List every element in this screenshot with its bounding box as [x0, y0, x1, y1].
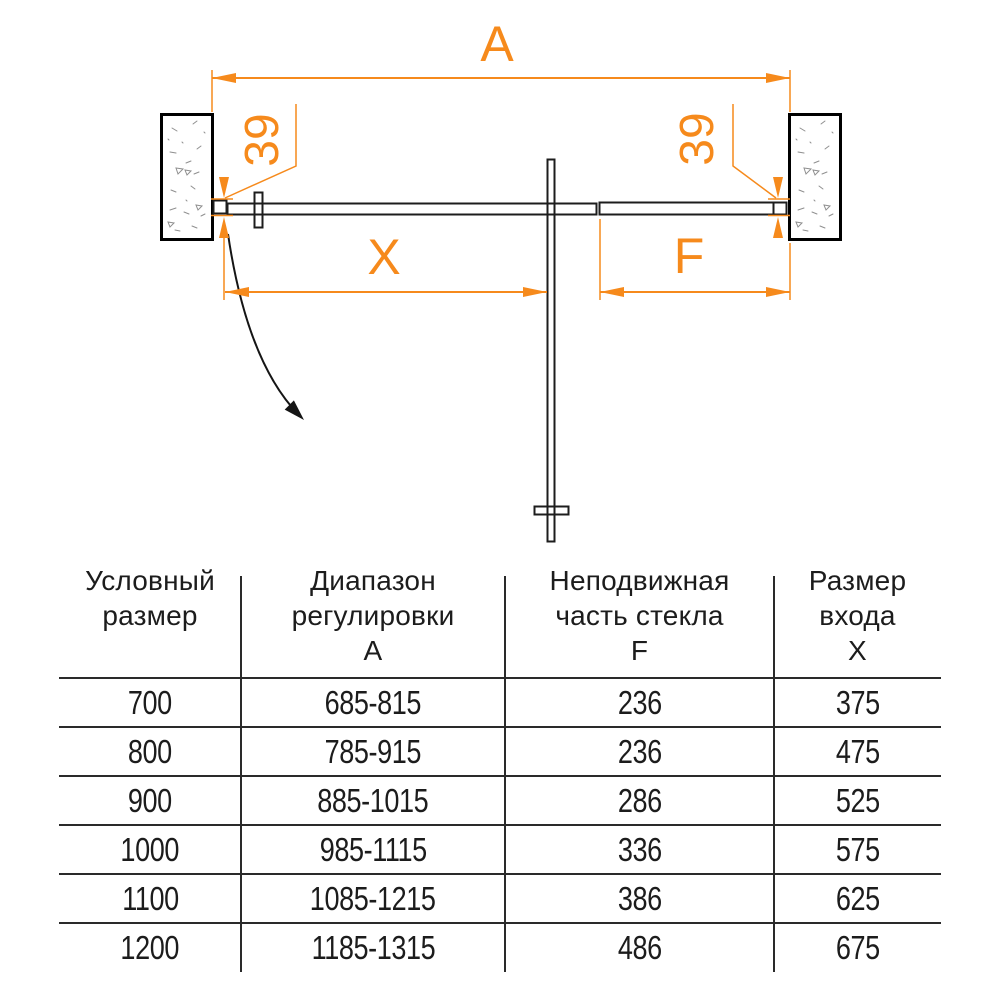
header-fixed-glass-F: Неподвижная часть стекла F: [505, 559, 774, 678]
dim-X-label: X: [367, 229, 400, 285]
table-vline-3: [773, 576, 775, 972]
dim-A-arrow-left-icon: [212, 73, 236, 83]
dim-X-arrow-right-icon: [523, 287, 547, 297]
cell-entry: 475: [835, 732, 880, 770]
installation-diagram: A X F 39 39: [160, 16, 842, 543]
table-vline-2: [504, 576, 506, 972]
dim-F-label: F: [674, 228, 705, 284]
cell-entry: 375: [835, 683, 880, 721]
table-vline-1: [240, 576, 242, 972]
door-panel-bar: [226, 202, 598, 216]
cell-entry: 575: [835, 830, 880, 868]
cell-fixed: 486: [617, 928, 662, 966]
cell-fixed: 336: [617, 830, 662, 868]
header-nominal-size: Условный размер: [59, 559, 241, 678]
cell-entry: 675: [835, 928, 880, 966]
header-text: Неподвижная: [549, 565, 730, 596]
table-hline-2: [59, 726, 941, 728]
table-hline-6: [59, 922, 941, 924]
header-text: Условный: [85, 565, 215, 596]
cell-nominal: 1100: [121, 879, 179, 917]
header-adjust-range-A: Диапазон регулировки А: [241, 559, 505, 678]
dim-A-label: A: [480, 16, 514, 72]
table-row: 700 685-815 236 375: [59, 678, 941, 727]
header-text: X: [848, 635, 867, 666]
table-row: 800 785-915 236 475: [59, 727, 941, 776]
cell-range: 985-1115: [319, 830, 427, 868]
fixed-panel-bar: [598, 201, 788, 216]
dim-39-left-leader: [224, 104, 297, 199]
table-hline-1: [59, 677, 941, 679]
cell-range: 685-815: [324, 683, 422, 721]
dim-X-arrow-left-icon: [225, 287, 249, 297]
table-hline-4: [59, 824, 941, 826]
header-text: Размер: [808, 565, 907, 596]
table-row: 900 885-1015 286 525: [59, 776, 941, 825]
table-row: 1100 1085-1215 386 625: [59, 874, 941, 923]
table-header-row: Условный размер Диапазон регулировки А Н…: [59, 559, 941, 678]
dim-39-right-arrow-top-icon: [773, 177, 783, 198]
right-wall: [788, 113, 842, 241]
left-wall: [160, 113, 214, 241]
cell-fixed: 236: [617, 683, 662, 721]
cell-nominal: 1000: [120, 830, 180, 868]
left-wall-profile: [212, 199, 228, 215]
cell-fixed: 236: [617, 732, 662, 770]
dim-A-arrow-right-icon: [766, 73, 790, 83]
dim-39-right-label: 39: [671, 112, 724, 165]
header-entry-size-X: Размер входа X: [774, 559, 941, 678]
door-swing-arrowhead-icon: [284, 400, 304, 420]
dim-39-left-arrow-bottom-icon: [219, 217, 229, 238]
header-text: входа: [819, 600, 896, 631]
header-text: Диапазон: [310, 565, 436, 596]
dim-F-arrow-right-icon: [766, 287, 790, 297]
header-text: F: [630, 635, 649, 666]
table-hline-3: [59, 775, 941, 777]
dim-39-left-arrow-top-icon: [219, 177, 229, 198]
cell-range: 1085-1215: [310, 879, 436, 917]
glass-support-foot: [533, 505, 570, 516]
header-text: регулировки: [291, 600, 455, 631]
dim-39-right-leader: [732, 104, 777, 199]
table-row: 1200 1185-1315 486 675: [59, 923, 941, 972]
dim-39-left-label: 39: [236, 113, 289, 166]
fixed-glass-panel: [546, 158, 556, 543]
door-swing-arc: [227, 233, 300, 416]
cell-nominal: 900: [128, 781, 172, 819]
cell-nominal: 1200: [120, 928, 180, 966]
dim-39-right-arrow-bottom-icon: [773, 217, 783, 238]
cell-entry: 625: [835, 879, 880, 917]
cell-range: 1185-1315: [311, 928, 435, 966]
cell-nominal: 700: [128, 683, 172, 721]
cell-fixed: 386: [617, 879, 662, 917]
cell-nominal: 800: [128, 732, 172, 770]
header-text: А: [363, 635, 383, 666]
header-text: размер: [102, 600, 198, 631]
cell-range: 885-1015: [317, 781, 429, 819]
cell-fixed: 286: [617, 781, 662, 819]
header-text: часть стекла: [555, 600, 724, 631]
table-row: 1000 985-1115 336 575: [59, 825, 941, 874]
cell-entry: 525: [835, 781, 880, 819]
dim-F-arrow-left-icon: [600, 287, 624, 297]
table-hline-5: [59, 873, 941, 875]
cell-range: 785-915: [324, 732, 422, 770]
hinge-block: [253, 191, 264, 229]
